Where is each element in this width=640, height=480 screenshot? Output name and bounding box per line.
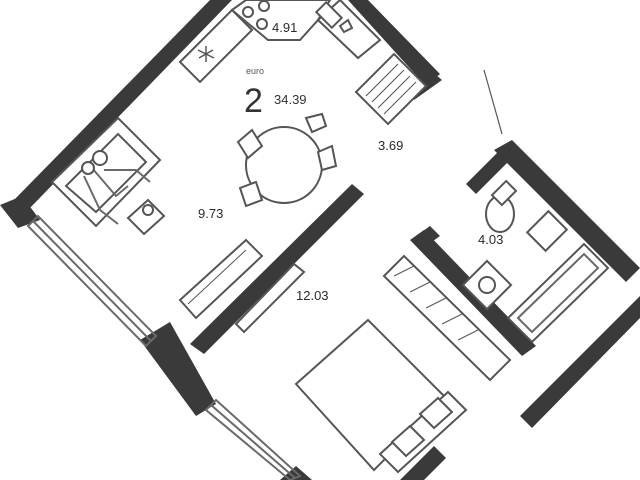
stove-icon [242, 0, 270, 30]
living-area-label: 9.73 [198, 206, 224, 221]
kitchen-area-label: 4.91 [272, 20, 298, 35]
dining-table [236, 112, 338, 208]
windows [26, 214, 302, 480]
toilet [485, 179, 518, 233]
bed [294, 318, 468, 474]
bathroom-area-label: 4.03 [478, 232, 504, 247]
door-swing-line [483, 69, 503, 135]
room-count: 2 [244, 82, 263, 120]
sink-icon [314, 0, 354, 34]
total-area: 34.39 [274, 92, 307, 107]
washbasin [525, 209, 569, 253]
apartment-type-label: euro [246, 66, 265, 76]
bedroom-area-label: 12.03 [296, 288, 329, 303]
bathtub [506, 242, 610, 344]
side-table [126, 198, 166, 236]
person-icon [81, 150, 151, 225]
radiator [354, 52, 428, 126]
tv-unit [178, 238, 264, 320]
fan-icon [197, 46, 215, 62]
washing-machine [461, 259, 513, 311]
bedroom-wardrobe [234, 262, 306, 334]
hall-area-label: 3.69 [378, 138, 404, 153]
bedroom-radiator [382, 254, 512, 382]
